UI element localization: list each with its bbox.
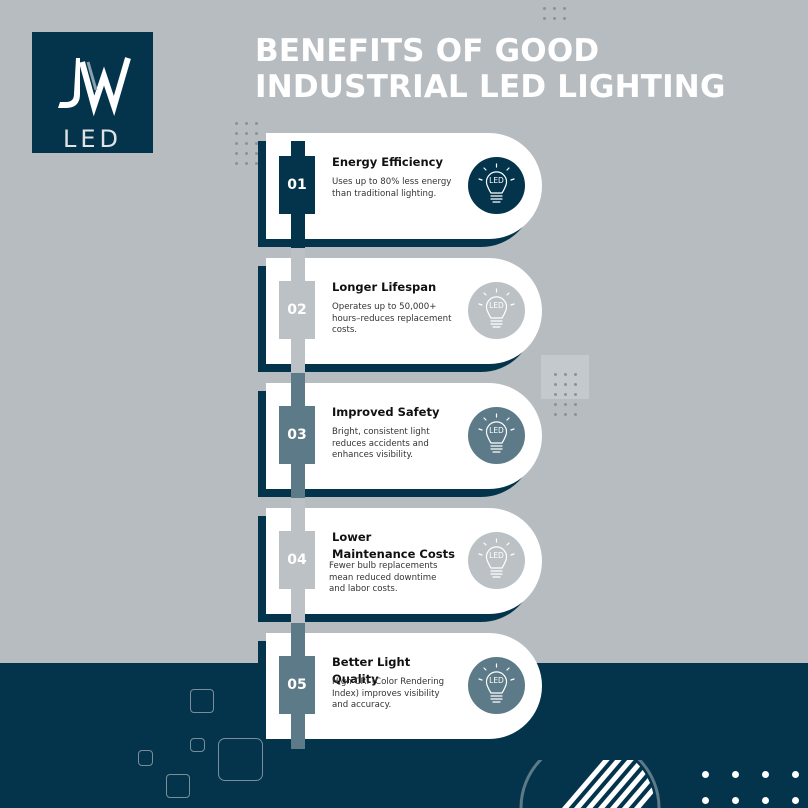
benefit-number-box: 03 — [279, 406, 315, 464]
led-bulb-icon: LED — [468, 407, 525, 464]
accent-square — [541, 355, 589, 399]
bulb-label: LED — [489, 676, 504, 685]
benefit-number-box: 04 — [279, 531, 315, 589]
page-title: BENEFITS OF GOOD INDUSTRIAL LED LIGHTING — [255, 33, 775, 105]
outline-square-4 — [138, 750, 153, 766]
benefit-description: Uses up to 80% less energy than traditio… — [332, 177, 452, 199]
benefit-title: Energy Efficiency — [332, 155, 443, 169]
chain-end — [291, 713, 305, 729]
chain-connector — [291, 248, 305, 268]
chain-link-bottom — [291, 213, 305, 249]
chain-link-bottom — [291, 588, 305, 624]
bulb-label: LED — [489, 176, 504, 185]
chain-connector — [291, 623, 305, 643]
benefit-number: 04 — [287, 552, 307, 568]
dot-grid-mid-right — [554, 373, 577, 416]
striped-semicircle-icon — [519, 760, 661, 808]
benefit-number-box: 01 — [279, 156, 315, 214]
benefit-number-box: 02 — [279, 281, 315, 339]
benefit-number: 01 — [287, 177, 307, 193]
outline-square-5 — [166, 774, 190, 798]
benefit-title: Longer Lifespan — [332, 280, 437, 294]
outline-square-1 — [190, 689, 214, 713]
outline-square-3 — [190, 738, 205, 752]
benefit-description: Operates up to 50,000+ hours–reduces rep… — [332, 302, 452, 335]
benefit-title: Improved Safety — [332, 405, 440, 419]
chain-connector — [291, 498, 305, 518]
benefit-number: 05 — [287, 677, 307, 693]
chain-connector — [291, 373, 305, 393]
jw-logo-mark-icon — [58, 57, 131, 117]
benefit-title: Lower Maintenance Costs — [332, 530, 455, 561]
bulb-label: LED — [489, 551, 504, 560]
chain-link-bottom — [291, 463, 305, 499]
dot-grid-top-right — [543, 7, 566, 20]
led-bulb-icon: LED — [468, 532, 525, 589]
title-line-1: BENEFITS OF GOOD — [255, 33, 600, 69]
led-bulb-icon: LED — [468, 657, 525, 714]
outline-square-2 — [218, 738, 263, 781]
led-bulb-icon: LED — [468, 282, 525, 339]
led-bulb-icon: LED — [468, 157, 525, 214]
benefit-number: 02 — [287, 302, 307, 318]
chain-link-bottom — [291, 338, 305, 374]
brand-logo: LED — [32, 32, 153, 153]
bulb-label: LED — [489, 426, 504, 435]
logo-sub-label: LED — [62, 125, 122, 153]
benefit-description: Bright, consistent light reduces acciden… — [332, 427, 430, 460]
benefit-title: Better Light Quality — [332, 655, 411, 686]
benefit-number: 03 — [287, 427, 307, 443]
benefit-description: Fewer bulb replacements mean reduced dow… — [329, 561, 438, 594]
title-line-2: INDUSTRIAL LED LIGHTING — [255, 69, 726, 105]
benefit-number-box: 05 — [279, 656, 315, 714]
dot-grid-left — [235, 122, 258, 165]
bulb-label: LED — [489, 301, 504, 310]
benefit-description: High CRI (Color Rendering Index) improve… — [332, 677, 445, 710]
